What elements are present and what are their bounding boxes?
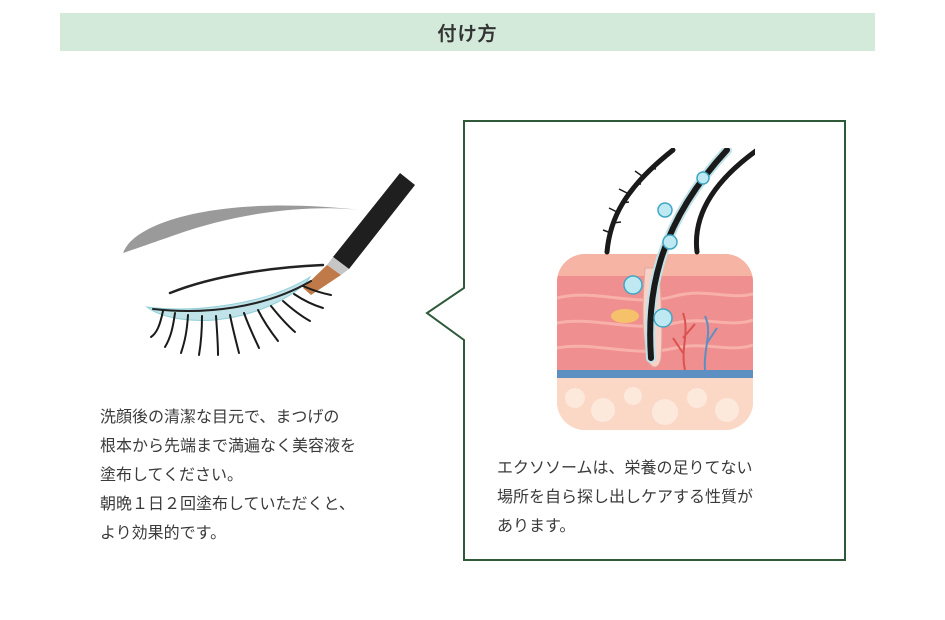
instruction-line: 朝晩１日２回塗布していただくと、 [100, 494, 355, 513]
application-instructions: 洗顔後の清潔な目元で、まつげの 根本から先端まで満遍なく美容液を 塗布してくださ… [100, 402, 440, 547]
lash-line-tint [145, 275, 312, 321]
applicator-wand [303, 173, 415, 295]
instruction-line: 洗顔後の清潔な目元で、まつげの [100, 407, 340, 426]
instruction-line: 塗布してください。 [100, 465, 244, 484]
lid-line [152, 280, 312, 312]
exosome-callout: エクソソームは、栄養の足りてない 場所を自ら探し出しケアする性質が あります。 [425, 120, 850, 565]
hair-strand [604, 148, 676, 255]
description-line: 場所を自ら探し出しケアする性質が [497, 487, 754, 506]
instruction-line: 根本から先端まで満遍なく美容液を [100, 436, 357, 455]
eye-applicator-illustration [123, 173, 415, 356]
eyelid-crease [168, 263, 325, 295]
exosome-description: エクソソームは、栄養の足りてない 場所を自ら探し出しケアする性質が あります。 [497, 453, 837, 540]
eyelashes [150, 285, 332, 356]
exosome-particles [623, 171, 710, 328]
eyebrow-shape [123, 205, 360, 253]
description-line: エクソソームは、栄養の足りてない [497, 458, 753, 477]
instruction-line: より効果的です。 [100, 523, 227, 542]
description-line: あります。 [497, 516, 576, 535]
hair-strand [693, 148, 755, 255]
section-title: 付け方 [437, 22, 498, 45]
skin-hair-follicle-illustration [557, 148, 755, 430]
section-title-bar: 付け方 [60, 13, 875, 51]
